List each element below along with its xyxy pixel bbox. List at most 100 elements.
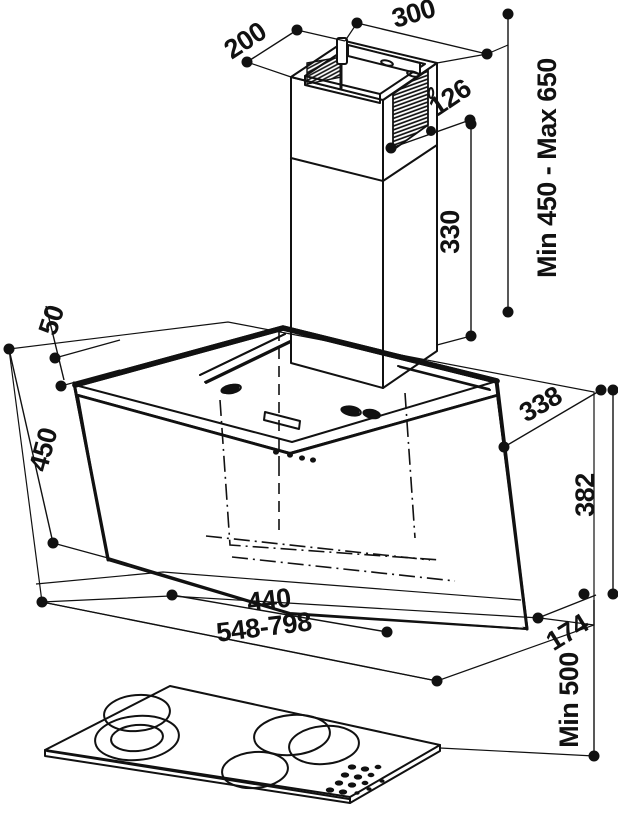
cooktop: [44, 685, 441, 804]
dim-174-marker-end: [578, 588, 590, 600]
dim-548-798-marker-end: [431, 675, 443, 687]
dim-440-label: 440: [245, 583, 292, 618]
dim-450-label: 450: [23, 425, 63, 475]
hood-boss-mid-2: [340, 405, 360, 417]
dim-174-label: 174: [541, 608, 594, 657]
control-panel[interactable]: [263, 411, 316, 463]
dim-450-ext: [52, 542, 109, 559]
chimney-damper-clip: [336, 37, 348, 65]
chimney-top-opening: [304, 45, 426, 95]
dim-450-line: [8, 348, 54, 544]
hood-rail-left-b: [204, 340, 291, 383]
dimension-382: 382: [570, 384, 618, 600]
dimension-174: 174: [532, 588, 597, 657]
dim-300-label: 300: [388, 0, 438, 34]
dimension-min500: Min 500: [439, 600, 600, 762]
base-plane-aux-line: [35, 571, 522, 601]
dim-300-ext-a: [344, 22, 358, 42]
chimney-seam-front: [290, 157, 384, 182]
dot: [367, 772, 375, 778]
dim-300-line: [356, 22, 488, 55]
hood-bottom-edge-2: [107, 557, 528, 630]
hood-boss-right-2: [362, 408, 380, 420]
hood-inner-base-line: [205, 535, 431, 561]
display-slot[interactable]: [263, 411, 301, 430]
dim-range-marker-bottom: [502, 306, 514, 318]
dot: [360, 766, 370, 772]
dim-382-label: 382: [570, 473, 600, 517]
dot: [347, 782, 357, 788]
dim-330-marker-top: [465, 118, 477, 130]
chimney-inner-wall: [304, 75, 381, 104]
front-left-burner-outer: [94, 714, 180, 762]
hood-glass-fill: [79, 396, 526, 627]
control-button-4[interactable]: [310, 457, 316, 463]
dim-126-marker-mid: [426, 126, 436, 136]
hood-inner-center-right: [404, 392, 416, 539]
dim-50-ext-b: [60, 369, 121, 387]
center-right-burner: [288, 724, 360, 766]
hood-rail-left-a2: [199, 333, 286, 376]
dim-440-line: [171, 594, 388, 633]
control-button-3[interactable]: [299, 455, 305, 461]
control-button-1[interactable]: [273, 449, 279, 455]
dim-382-marker-top: [607, 384, 618, 396]
dim-200-ext-a: [246, 61, 292, 78]
dim-174-marker-start: [532, 612, 544, 624]
dot: [353, 774, 363, 780]
dot: [366, 787, 372, 791]
dot: [347, 764, 357, 770]
dot: [338, 789, 348, 795]
dim-548-798-line: [41, 601, 438, 682]
front-center-burner: [221, 750, 289, 790]
dim-548-798-label: 548-798: [215, 606, 314, 647]
dim-338-line: [503, 389, 602, 448]
rear-left-burner: [103, 693, 171, 733]
dimension-chimney-range: Min 450 - Max 650: [486, 8, 562, 318]
cooktop-front-edge: [44, 749, 351, 804]
dim-range-label: Min 450 - Max 650: [532, 58, 562, 278]
control-dot-matrix[interactable]: [325, 764, 385, 795]
dim-382-marker-bottom: [607, 588, 618, 600]
dot: [379, 779, 385, 783]
hood-inner-center-left: [219, 399, 441, 561]
hood-body: [72, 325, 529, 631]
dot: [325, 787, 335, 793]
dim-range-ext-a: [486, 44, 509, 55]
dot: [334, 780, 344, 786]
hood-right-edge-2: [494, 379, 529, 631]
dim-330-ext: [436, 335, 472, 346]
dim-440-marker-start: [166, 589, 178, 601]
dim-338-label: 338: [514, 380, 567, 428]
hood-rail-right-b2: [399, 366, 491, 391]
chimney-top-box: [290, 37, 438, 104]
dim-330-label: 330: [435, 210, 465, 254]
hood-rail-left-b2: [205, 341, 292, 384]
dim-50-ext-a: [54, 339, 121, 359]
front-left-burner-inner: [110, 723, 164, 753]
dim-min500-label: Min 500: [554, 652, 584, 748]
dim-50-line: [45, 305, 65, 381]
dim-50-label: 50: [33, 302, 71, 339]
chimney-assembly: [290, 37, 438, 389]
cooktop-right-edge: [349, 744, 441, 804]
control-button-2[interactable]: [287, 452, 293, 458]
hood-boss-left-2: [220, 383, 240, 395]
dim-min500-ext: [439, 747, 595, 757]
dim-200-ext-b: [296, 29, 346, 42]
dim-200-line: [246, 29, 298, 63]
dim-440-marker-end: [381, 626, 393, 638]
dot: [374, 764, 382, 770]
hood-inner-base-line-2: [231, 556, 456, 582]
dim-126-marker-start: [385, 142, 397, 154]
base-plane-mid-line: [41, 595, 595, 626]
dot: [340, 772, 350, 778]
dim-range-marker-top: [502, 8, 514, 20]
hood-rail-right-a2: [402, 358, 494, 383]
dim-200-label: 200: [219, 16, 272, 65]
dot: [361, 780, 369, 786]
chimney-crossbar-slot-1: [380, 59, 394, 67]
dim-338-marker-end: [595, 384, 607, 396]
